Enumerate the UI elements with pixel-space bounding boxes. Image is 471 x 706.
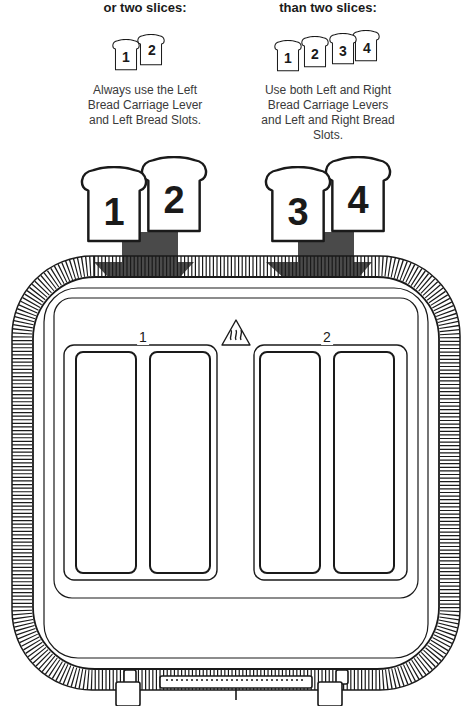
bread-slice bbox=[82, 167, 146, 241]
slice-number: 4 bbox=[363, 40, 371, 56]
ridged-border bbox=[22, 266, 450, 680]
bread-slot bbox=[76, 352, 136, 573]
slot-group bbox=[254, 345, 407, 580]
slice-number: 2 bbox=[163, 180, 184, 220]
slice-number: 2 bbox=[148, 42, 156, 58]
slot-group-number: 1 bbox=[137, 329, 149, 345]
slice-number: 3 bbox=[339, 43, 347, 59]
bread-icon bbox=[302, 36, 328, 66]
slot-group-number: 2 bbox=[321, 329, 333, 345]
slice-number: 2 bbox=[311, 46, 319, 62]
slice-number: 4 bbox=[347, 180, 368, 220]
housing-outline bbox=[12, 256, 460, 690]
hot-surface-symbol bbox=[222, 320, 250, 345]
bread-icon bbox=[138, 34, 164, 64]
instruction-text: Use both Left and Right Bread Carriage L… bbox=[258, 83, 398, 143]
slice-number: 1 bbox=[103, 192, 124, 232]
carriage-levers bbox=[116, 670, 348, 706]
bread-slot bbox=[150, 352, 210, 573]
slice-number: 1 bbox=[284, 50, 292, 66]
bread-slice bbox=[266, 167, 330, 241]
slice-number: 1 bbox=[122, 49, 130, 65]
slot-panel bbox=[54, 298, 418, 598]
housing-inner bbox=[44, 288, 428, 658]
bread-icon bbox=[353, 30, 379, 60]
bread-icon bbox=[113, 39, 139, 69]
housing-top bbox=[33, 277, 439, 669]
bread-icon bbox=[275, 40, 301, 70]
bread-slice bbox=[326, 157, 390, 231]
instruction-text: Always use the Left Bread Carriage Lever… bbox=[79, 83, 211, 128]
bread-icon bbox=[330, 33, 356, 63]
slice-number: 3 bbox=[287, 192, 308, 232]
bread-slot bbox=[334, 352, 394, 573]
heading: than two slices: bbox=[279, 0, 377, 15]
slot-group bbox=[64, 345, 217, 580]
heading: or two slices: bbox=[103, 0, 186, 15]
bread-slot bbox=[260, 352, 320, 573]
bread-slice bbox=[142, 157, 206, 231]
